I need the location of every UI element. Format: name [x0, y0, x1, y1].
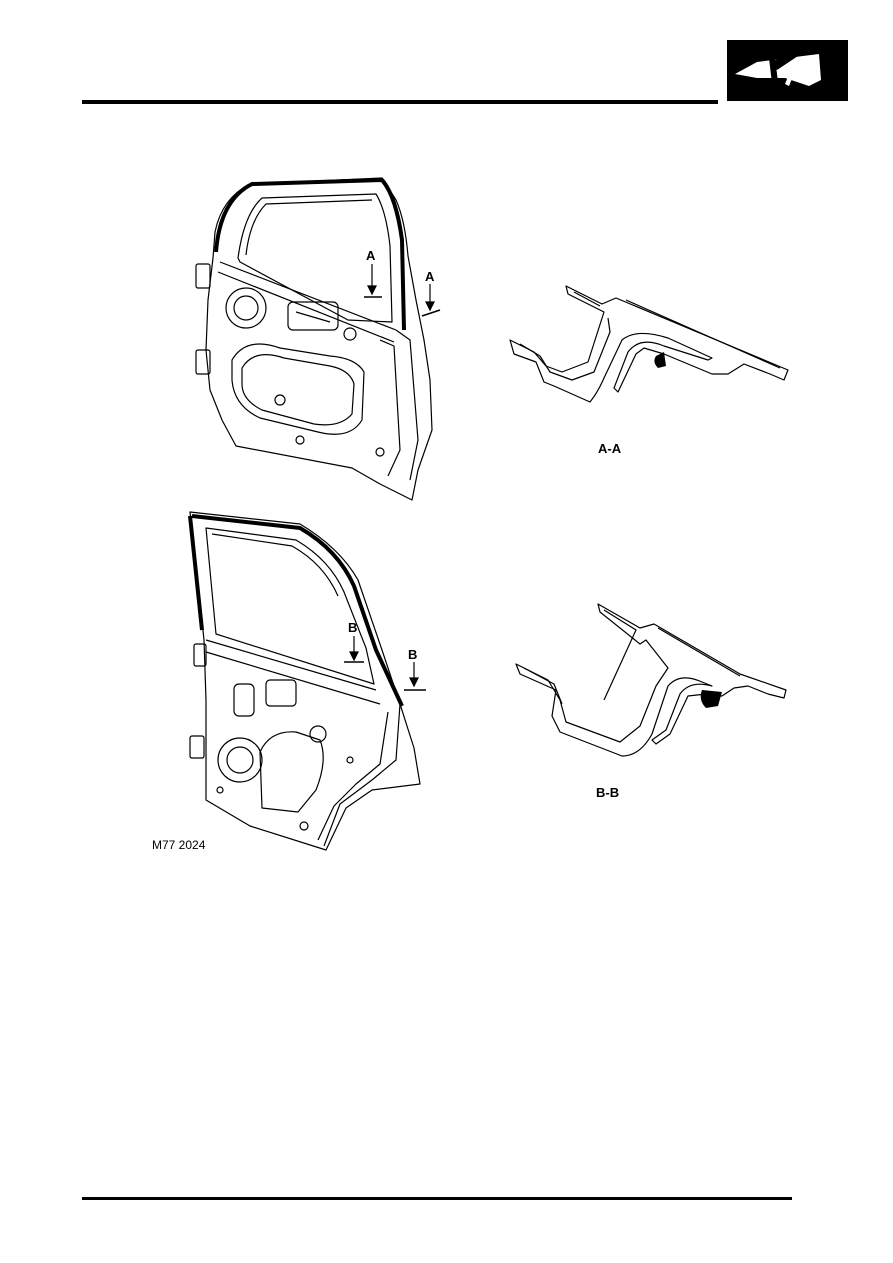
rear-door-drawing	[188, 511, 421, 851]
section-logo	[727, 40, 848, 101]
rear-door-marker-right: B	[408, 647, 417, 662]
section-b-profile	[515, 603, 787, 757]
front-door-marker-left: A	[366, 248, 376, 263]
figure-reference: M77 2024	[152, 838, 206, 852]
front-door-section-markers	[364, 264, 441, 317]
rear-door-marker-left: B	[348, 620, 357, 635]
front-door-marker-right: A	[425, 269, 435, 284]
hammer-body-repair-icon	[735, 50, 821, 92]
section-b-seal	[700, 690, 722, 708]
section-a-seal	[654, 352, 666, 368]
rear-door-section-markers	[344, 636, 426, 691]
section-a-profile	[509, 285, 789, 403]
section-b-caption: B-B	[596, 785, 619, 800]
header-rule	[82, 100, 718, 104]
section-a-caption: A-A	[598, 441, 622, 456]
front-door-drawing	[195, 177, 433, 501]
footer-rule	[82, 1197, 792, 1200]
